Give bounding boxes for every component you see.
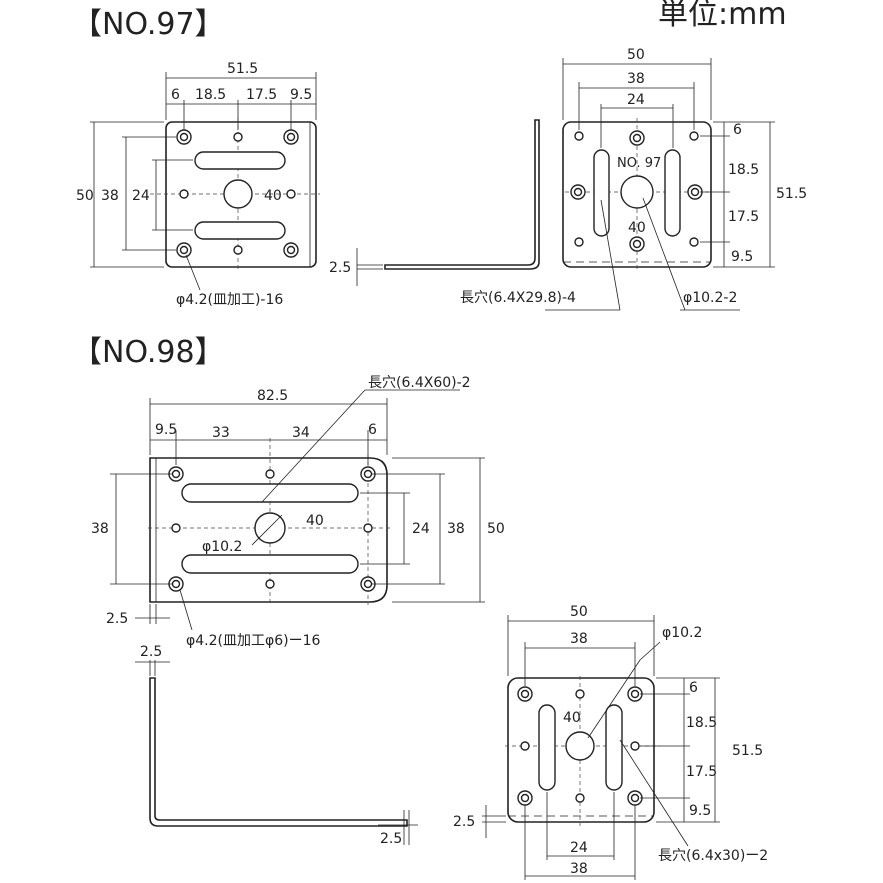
no97-side-view: 2.5 <box>329 119 540 286</box>
no97-title: 【NO.97】 <box>72 7 225 42</box>
no98-b-dim-51-5: 51.5 <box>732 743 763 759</box>
no97-right-dim-9-5: 9.5 <box>731 249 753 265</box>
no98-dim-thickness: 2.5 <box>106 611 128 627</box>
no98-b-big-hole: φ10.2 <box>662 625 702 641</box>
no97-small-holes <box>179 132 296 255</box>
no98-front-view: 82.5 9.5 33 34 6 長穴(6.4X60)-2 38 24 38 5… <box>91 375 505 649</box>
no98-center-hole <box>254 512 286 544</box>
no97-right-slot <box>593 149 610 237</box>
no98-dim-40: 40 <box>306 513 324 529</box>
unit-label: 単位:mm <box>658 0 787 32</box>
no97-dim-38: 38 <box>101 188 119 204</box>
no98-b-dim-38: 38 <box>570 631 588 647</box>
no98-dim-82-5: 82.5 <box>257 388 288 404</box>
no98-dim-9-5: 9.5 <box>155 422 177 438</box>
no97-dim-total-width: 51.5 <box>227 61 258 77</box>
no97-dim-40: 40 <box>264 188 282 204</box>
no97-dim-50: 50 <box>76 188 94 204</box>
no97-dim-9-5: 9.5 <box>290 87 312 103</box>
no98-title: 【NO.98】 <box>72 335 225 370</box>
no97-right-center-hole <box>620 175 654 209</box>
no97-big-hole-note: φ10.2-2 <box>683 290 737 306</box>
no98-b-dim-50: 50 <box>570 604 588 620</box>
no97-right-dim-18-5: 18.5 <box>728 162 759 178</box>
no97-right-dim-51-5: 51.5 <box>776 186 807 202</box>
no98-b-dim-24: 24 <box>570 840 588 856</box>
no97-right-dim-40: 40 <box>628 220 646 236</box>
no98-slot-note: 長穴(6.4X60)-2 <box>368 375 471 391</box>
no98-slot <box>181 554 359 574</box>
no97-right-dim-6: 6 <box>733 122 742 138</box>
no98-dim-34: 34 <box>292 425 310 441</box>
no98-big-hole: φ10.2 <box>202 539 242 555</box>
no98-b-dim-38-bottom: 38 <box>570 861 588 877</box>
no97-slot <box>194 151 286 170</box>
no98-b-dim-9-5: 9.5 <box>689 803 711 819</box>
no97-dim-24: 24 <box>132 188 150 204</box>
no98-right-view: 50 38 φ10.2 40 6 18.5 17.5 9.5 51.5 2.5 … <box>453 604 768 880</box>
no98-side-view: 2.5 2.5 <box>135 644 418 847</box>
no97-right-dim-50: 50 <box>627 47 645 63</box>
no98-dim-38-left: 38 <box>91 521 109 537</box>
no97-slot <box>194 221 286 240</box>
no98-dim-50: 50 <box>487 521 505 537</box>
no98-dim-38: 38 <box>447 521 465 537</box>
no97-dim-6: 6 <box>171 87 180 103</box>
no97-dim-18-5: 18.5 <box>195 87 226 103</box>
no97-front-view: 51.5 6 18.5 17.5 9.5 50 38 24 40 φ4.2(皿加… <box>76 61 320 308</box>
no97-hole-note: φ4.2(皿加工)-16 <box>176 292 283 308</box>
no98-dim-6: 6 <box>368 422 377 438</box>
no98-b-dim-thickness: 2.5 <box>453 814 475 830</box>
no97-right-slot <box>664 149 681 237</box>
no98-right-center-hole <box>565 731 595 761</box>
no98-right-slot <box>538 704 556 791</box>
no97-dim-thickness: 2.5 <box>329 260 351 276</box>
no97-dim-17-5: 17.5 <box>246 87 277 103</box>
no98-right-holes <box>517 686 643 806</box>
no98-b-dim-6: 6 <box>689 680 698 696</box>
no98-dim-24: 24 <box>412 521 430 537</box>
no98-holes <box>168 466 376 592</box>
no97-slot-note: 長穴(6.4X29.8)-4 <box>460 290 576 306</box>
no98-side-thickness-top: 2.5 <box>140 644 162 660</box>
no97-center-hole <box>223 179 253 209</box>
no98-b-dim-18-5: 18.5 <box>686 715 717 731</box>
no98-right-slot <box>605 704 623 791</box>
no97-right-dim-24: 24 <box>627 92 645 108</box>
no97-corner-holes <box>176 129 299 258</box>
no97-right-holes <box>570 130 703 252</box>
no97-stamp: NO. 97 <box>617 156 661 171</box>
no97-right-view: NO. 97 40 50 38 24 6 18.5 17.5 9.5 51.5 … <box>460 47 807 311</box>
no97-right-dim-17-5: 17.5 <box>728 209 759 225</box>
no98-b-dim-40: 40 <box>563 710 581 726</box>
no98-hole-note: φ4.2(皿加工φ6)ー16 <box>186 633 320 649</box>
no98-dim-33: 33 <box>212 425 230 441</box>
no98-b-dim-17-5: 17.5 <box>686 764 717 780</box>
no98-side-thickness-bottom: 2.5 <box>380 831 402 847</box>
no98-b-slot-note: 長穴(6.4x30)ー2 <box>658 848 768 864</box>
no97-right-dim-38: 38 <box>627 71 645 87</box>
